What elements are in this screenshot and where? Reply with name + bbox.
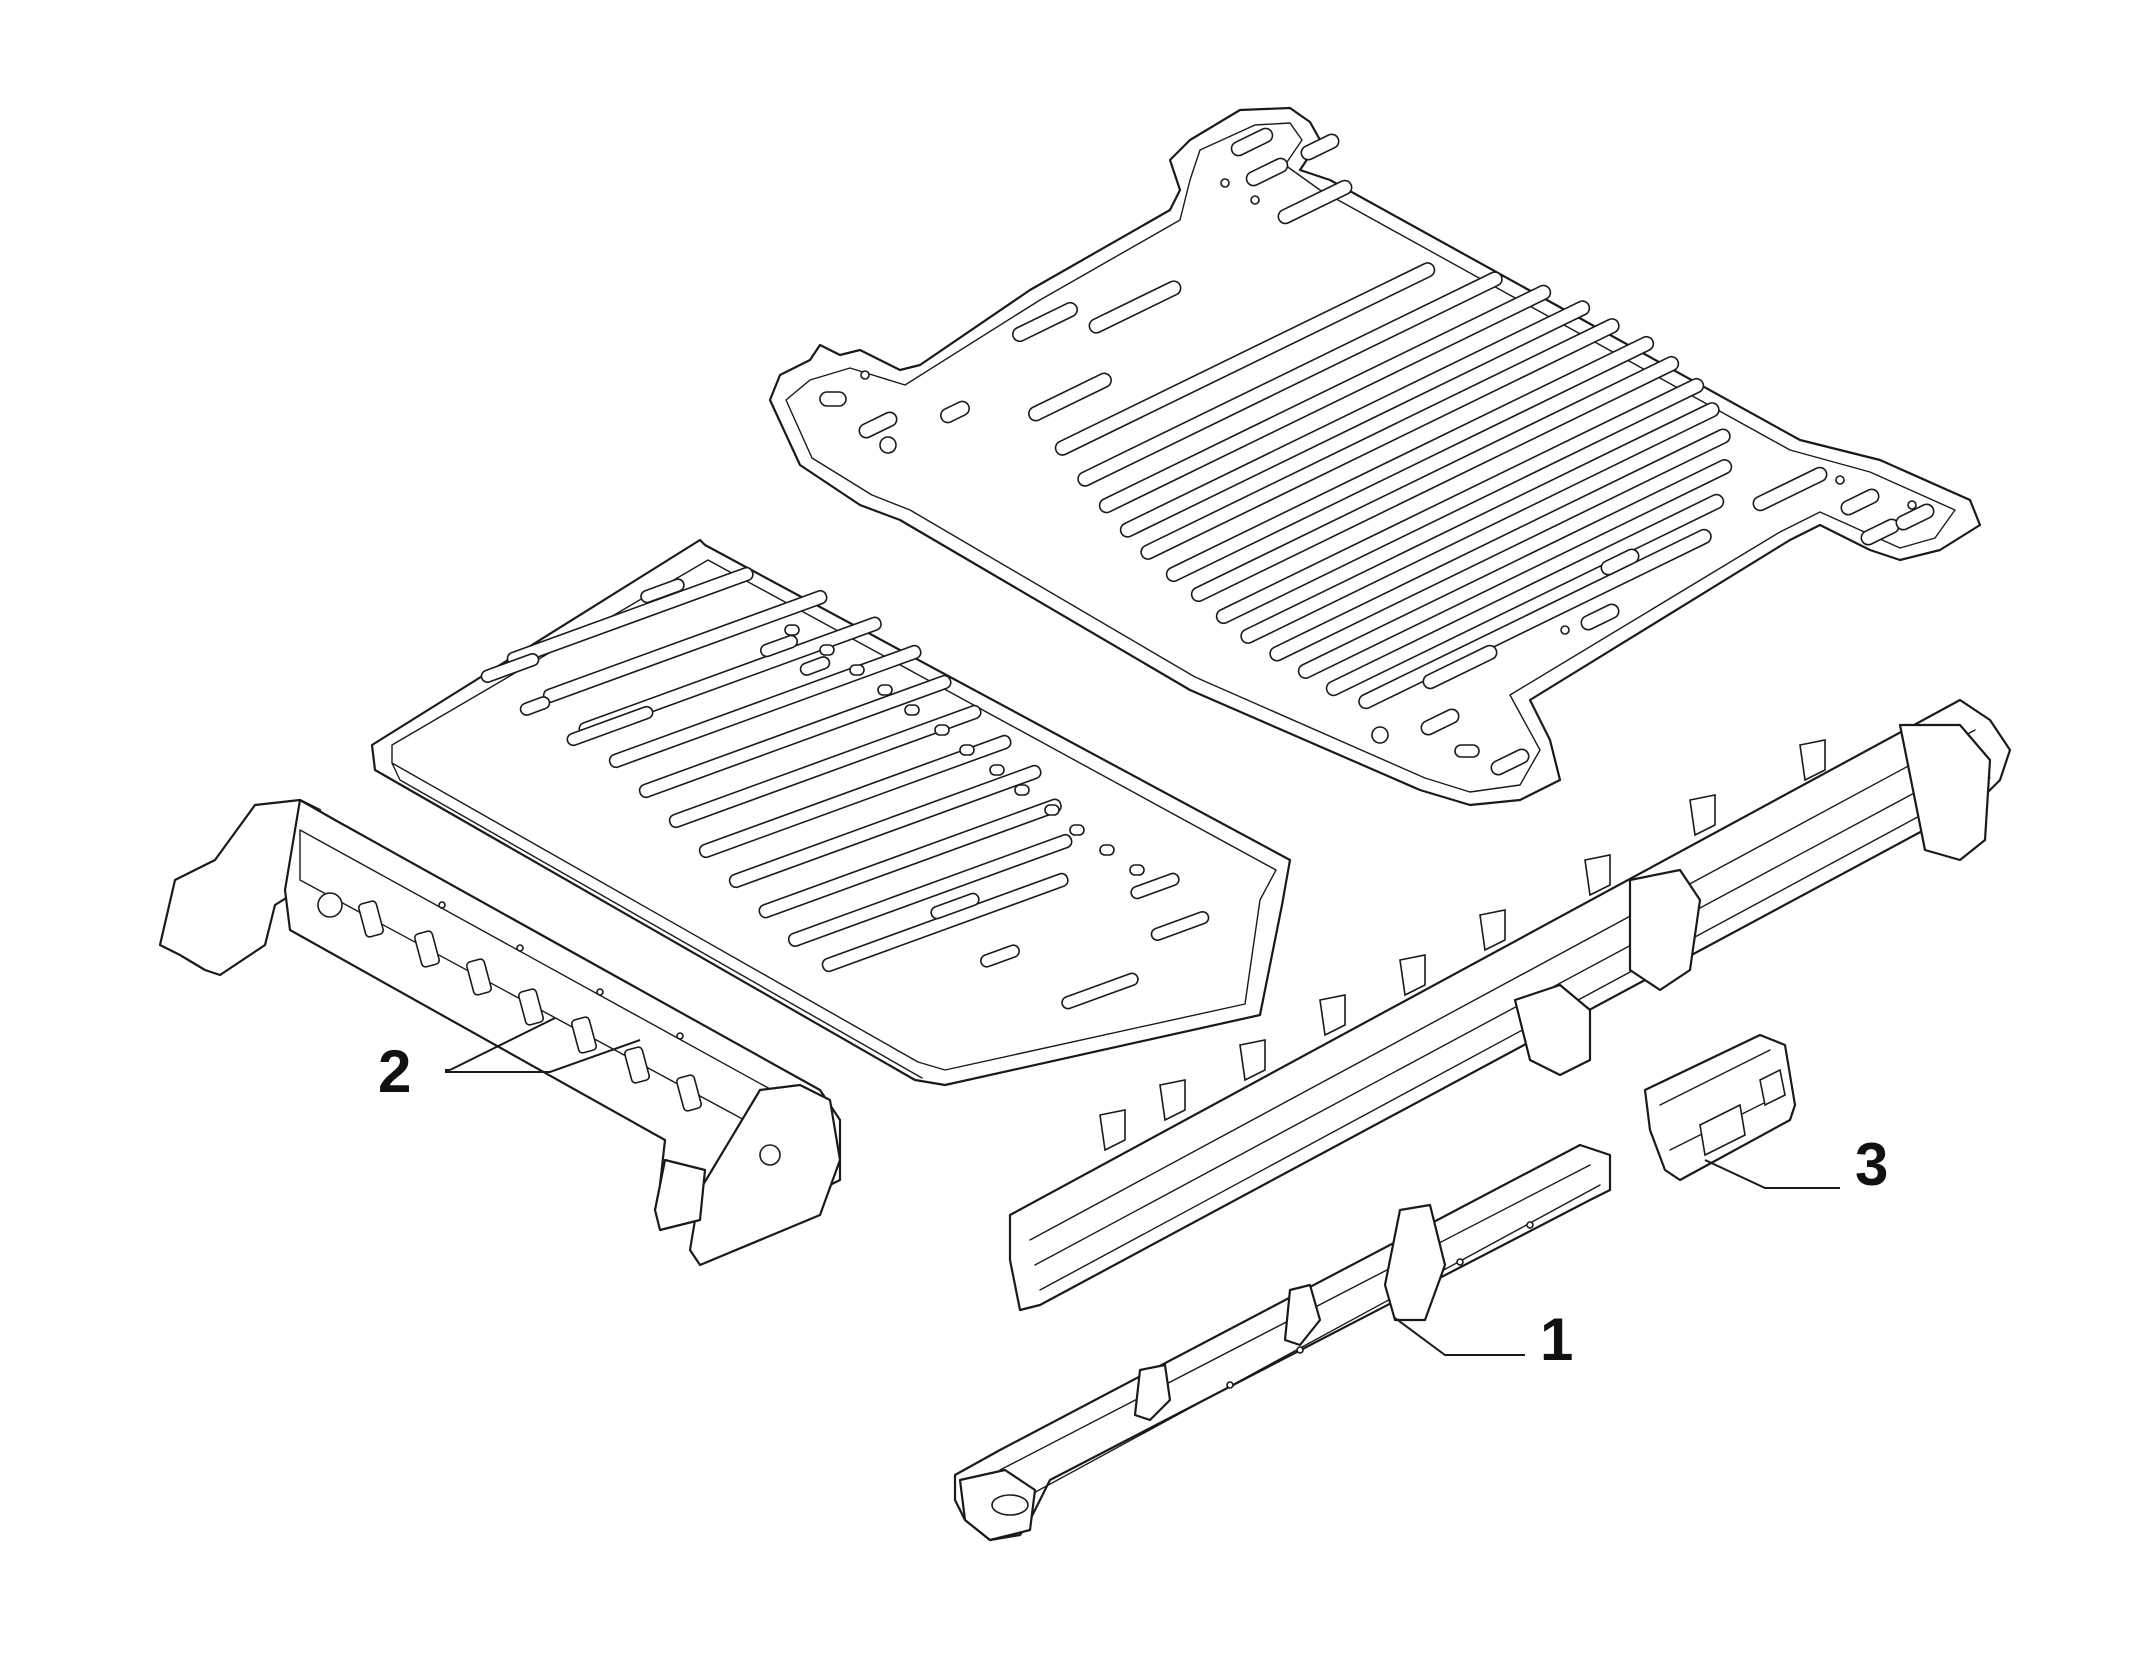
- rear-panel-ribs: [1054, 262, 1733, 710]
- front-panel-slots: [480, 578, 1210, 1010]
- leader-line-3: [1704, 1159, 1840, 1189]
- callout-1: 1: [1540, 1306, 1573, 1373]
- front-floor-panel: [370, 538, 1292, 1087]
- longitudinal-side-member: [953, 1143, 1612, 1542]
- callout-3: 3: [1855, 1131, 1888, 1198]
- reinforcement-bracket: [1643, 1033, 1797, 1182]
- front-panel-ribs: [506, 566, 1073, 973]
- frame-rail: [1008, 698, 2012, 1312]
- front-panel-dimples: [784, 624, 1145, 876]
- rear-floor-panel: [768, 106, 1982, 807]
- cross-member: [158, 798, 842, 1267]
- leader-line-2: [449, 1017, 556, 1071]
- leader-line-2-main: [445, 1039, 641, 1073]
- frame-rail-brackets: [1099, 739, 1826, 1152]
- cross-member-windows: [358, 900, 702, 1112]
- leader-line-1: [1394, 1317, 1525, 1356]
- rear-panel-holes: [860, 178, 1917, 744]
- rear-panel-slots: [819, 127, 1935, 776]
- callout-2: 2: [378, 1038, 411, 1105]
- leader-lines: [445, 1017, 1840, 1356]
